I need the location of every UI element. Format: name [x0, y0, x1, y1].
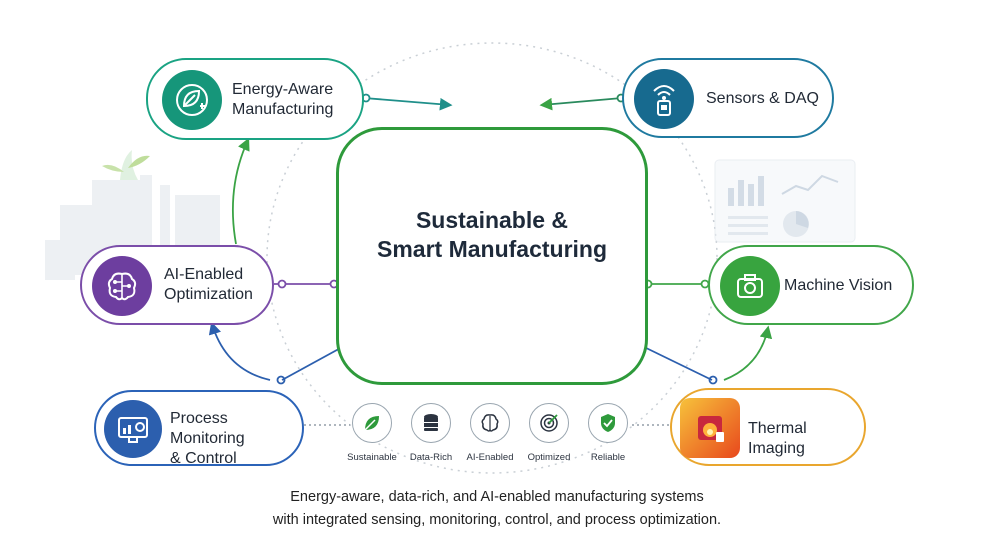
- node-vision-line1: Machine Vision: [784, 277, 893, 294]
- connector-sensors: [539, 97, 623, 111]
- node-thermal-imaging: Thermal Imaging: [670, 388, 866, 466]
- thermal-camera-icon: [680, 398, 740, 458]
- node-ai-label: AI-Enabled Optimization: [164, 265, 274, 305]
- node-process-line2: & Control: [170, 450, 237, 467]
- feature-optimized: Optimized: [512, 403, 586, 463]
- leaf-plug-icon: [162, 70, 222, 130]
- monitor-dashboard-icon: [104, 400, 162, 458]
- node-energy-line1: Energy-Aware: [232, 81, 334, 98]
- center-panel: [336, 127, 648, 385]
- target-icon: [529, 403, 569, 443]
- node-sensors-daq: Sensors & DAQ: [622, 58, 834, 138]
- node-energy-label: Energy-Aware Manufacturing: [232, 80, 362, 120]
- connector-energy: [363, 97, 453, 111]
- node-ai-line1: AI-Enabled: [164, 266, 244, 283]
- caption-line2: with integrated sensing, monitoring, con…: [272, 512, 722, 528]
- node-energy-line2: Manufacturing: [232, 101, 334, 118]
- node-ai-line2: Optimization: [164, 286, 253, 303]
- node-process-monitoring: Process Monitoring & Control: [94, 390, 304, 469]
- node-vision-label: Machine Vision: [784, 276, 914, 296]
- arrow-ai-to-energy: [232, 137, 250, 245]
- brain-icon: [470, 403, 510, 443]
- feature-reliable: Reliable: [571, 403, 645, 463]
- node-process-label: Process Monitoring & Control: [170, 409, 304, 469]
- shield-check-icon: [588, 403, 628, 443]
- node-thermal-label: Thermal Imaging: [748, 419, 868, 459]
- node-machine-vision: Machine Vision: [708, 245, 914, 325]
- center-title-line1: Sustainable &: [415, 207, 569, 233]
- feature-label: Reliable: [590, 452, 626, 463]
- dashboard-graphic: [714, 159, 856, 243]
- caption-line1: Energy-aware, data-rich, and AI-enabled …: [290, 489, 704, 505]
- brain-circuit-icon: [92, 256, 152, 316]
- database-icon: [411, 403, 451, 443]
- feature-data-rich: Data-Rich: [394, 403, 468, 463]
- node-process-line1: Process Monitoring: [170, 410, 245, 447]
- node-thermal-line1: Thermal Imaging: [748, 420, 807, 457]
- camera-icon: [720, 256, 780, 316]
- wireless-sensor-icon: [634, 69, 694, 129]
- center-title-line2: Smart Manufacturing: [376, 236, 608, 262]
- feature-label: Sustainable: [347, 452, 397, 463]
- feature-ai-enabled: AI-Enabled: [453, 403, 527, 463]
- feature-label: AI-Enabled: [466, 452, 514, 463]
- node-ai-optimization: AI-Enabled Optimization: [80, 245, 274, 325]
- leaf-icon: [352, 403, 392, 443]
- node-sensors-line1: Sensors & DAQ: [706, 90, 819, 107]
- node-sensors-label: Sensors & DAQ: [706, 89, 836, 109]
- feature-label: Optimized: [527, 452, 571, 463]
- arrow-process-to-ai: [208, 321, 271, 381]
- arrow-thermal-to-vision: [723, 325, 773, 381]
- feature-label: Data-Rich: [409, 452, 453, 463]
- center-title: Sustainable & Smart Manufacturing: [336, 206, 648, 264]
- node-energy-aware: Energy-Aware Manufacturing: [146, 58, 364, 140]
- feature-sustainable: Sustainable: [335, 403, 409, 463]
